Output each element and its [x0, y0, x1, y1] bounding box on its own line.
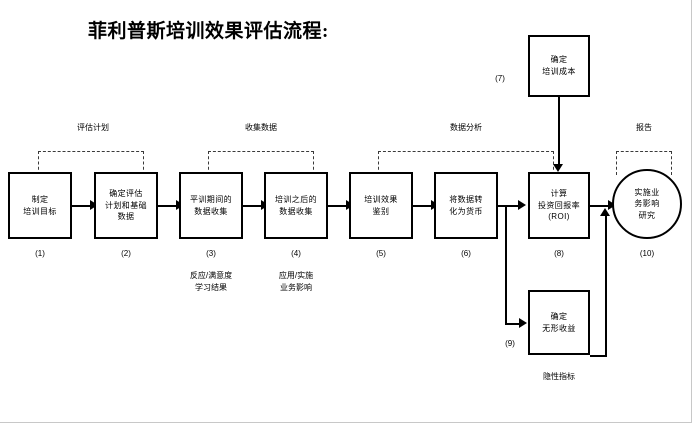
node-identify-intangible-benefits[interactable]: 确定 无形收益	[528, 290, 590, 355]
node-collect-during-training[interactable]: 平训期间的 数据收集	[179, 172, 243, 239]
node-label: 培训效果 鉴别	[364, 194, 398, 216]
connector-3-to-4	[243, 205, 263, 207]
node-label: 确定 培训成本	[542, 55, 576, 76]
node-label: 计算 投资回报率 (ROI)	[538, 189, 580, 222]
node-index-2: (2)	[121, 249, 131, 258]
node-index-10: (10)	[639, 249, 655, 258]
group-label-evaluation-plan: 评估计划	[77, 123, 109, 132]
connector-4-to-5	[328, 205, 348, 207]
node-label: 培训之后的 数据收集	[275, 194, 317, 216]
node-label: 制定 培训目标	[23, 194, 57, 216]
node-label: 实施业 务影响 研究	[634, 187, 660, 220]
node-index-3: (3)	[206, 249, 216, 258]
node-collect-after-training[interactable]: 培训之后的 数据收集	[264, 172, 328, 239]
sublabel-implicit-indicator: 隐性指标	[543, 372, 575, 381]
sublabel-reaction-learning: 反应/满意度 学习结果	[189, 271, 233, 292]
connector-7-to-8	[558, 97, 560, 169]
connector-6-to-junction	[498, 205, 522, 207]
node-index-6: (6)	[461, 249, 471, 258]
group-label-collect-data: 收集数据	[245, 123, 277, 132]
connector-5-to-6	[413, 205, 433, 207]
node-index-7: (7)	[495, 74, 505, 83]
node-isolate-training-effects[interactable]: 培训效果 鉴别	[349, 172, 413, 239]
node-convert-data-to-money[interactable]: 将数据转 化为货币	[434, 172, 498, 239]
node-label: 将数据转 化为货币	[449, 194, 483, 216]
connector-2-to-3	[158, 205, 178, 207]
node-index-5: (5)	[376, 249, 386, 258]
node-determine-training-cost[interactable]: 确定 培训成本	[528, 35, 590, 97]
group-label-report: 报告	[636, 123, 652, 132]
node-label: 确定 无形收益	[542, 311, 576, 333]
arrowhead-6-to-8	[518, 200, 526, 210]
connector-8-to-10	[590, 205, 612, 207]
sublabel-application-impact: 应用/实施 业务影响	[278, 271, 314, 292]
node-business-impact-study[interactable]: 实施业 务影响 研究	[612, 169, 682, 239]
connector-9-right	[590, 355, 607, 357]
node-index-9: (9)	[505, 339, 515, 348]
bracket-data-analysis	[378, 151, 554, 175]
node-label: 平训期间的 数据收集	[190, 194, 232, 216]
arrowhead-7-to-8	[553, 164, 563, 172]
node-index-8: (8)	[554, 249, 564, 258]
connector-9-up-to-10	[605, 216, 607, 356]
bracket-evaluation-plan	[38, 151, 144, 175]
bracket-report	[616, 151, 672, 175]
node-label: 确定评估 计划和基础 数据	[105, 189, 147, 222]
node-index-1: (1)	[35, 249, 45, 258]
node-define-eval-plan[interactable]: 确定评估 计划和基础 数据	[94, 172, 158, 239]
connector-junction-down	[505, 205, 507, 323]
node-index-4: (4)	[291, 249, 301, 258]
group-label-data-analysis: 数据分析	[450, 123, 482, 132]
node-calculate-roi[interactable]: 计算 投资回报率 (ROI)	[528, 172, 590, 239]
arrowhead-9-to-10	[600, 208, 610, 216]
connector-1-to-2	[72, 205, 92, 207]
arrowhead-junction-to-9	[519, 318, 527, 328]
page-title: 菲利普斯培训效果评估流程:	[88, 21, 329, 42]
node-set-training-goals[interactable]: 制定 培训目标	[8, 172, 72, 239]
bracket-collect-data	[208, 151, 314, 175]
connector-junction-to-9	[505, 323, 523, 325]
